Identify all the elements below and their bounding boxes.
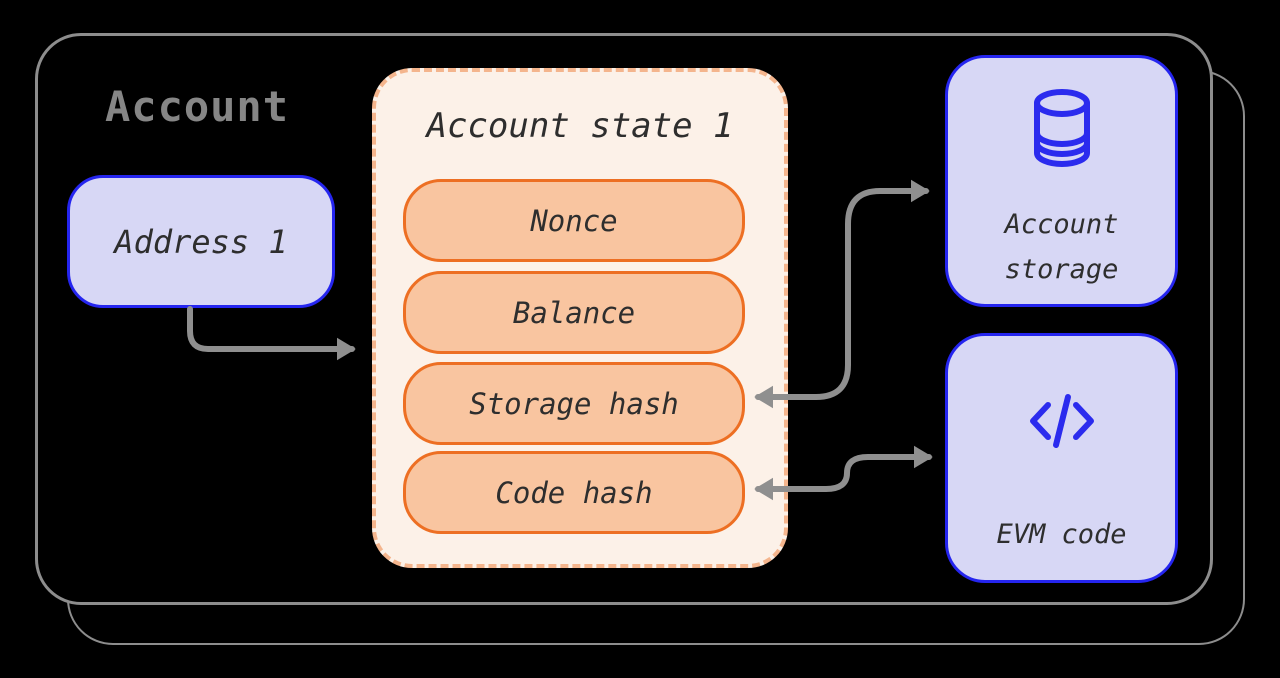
account-storage-label: Account storage [1004,209,1119,285]
evm-code-node: EVM code [945,333,1178,583]
code-icon [1028,392,1096,454]
account-card-title: Account [105,82,290,131]
state-field-nonce: Nonce [403,179,745,262]
account-state-panel: Account state 1 Nonce Balance Storage ha… [372,68,788,568]
state-field-code-hash: Code hash [403,451,745,534]
account-state-title: Account state 1 [426,106,734,146]
address-node-label: Address 1 [114,222,288,261]
account-storage-node: Account storage [945,55,1178,307]
address-node: Address 1 [67,175,335,308]
state-field-balance: Balance [403,271,745,354]
database-icon [1029,88,1095,172]
state-field-storage-hash: Storage hash [403,362,745,445]
evm-code-label: EVM code [996,519,1127,550]
